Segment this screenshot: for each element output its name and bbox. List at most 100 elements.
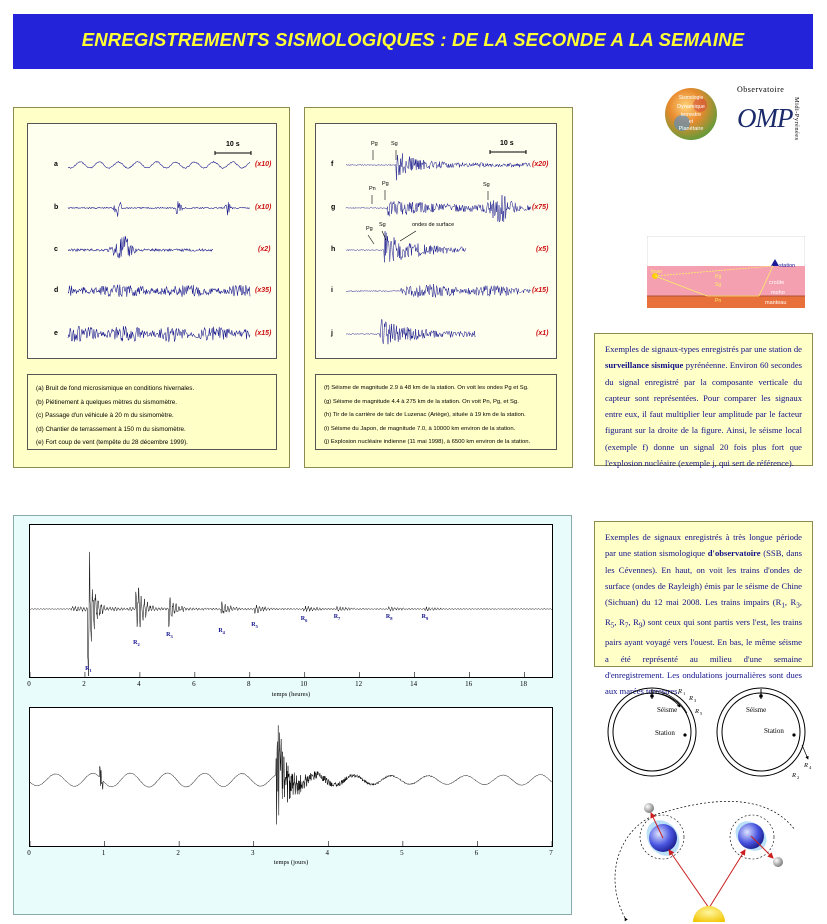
x-tick-label: 8 (247, 680, 251, 688)
days-seismogram (30, 725, 552, 846)
seismogram-trace (67, 284, 251, 298)
diagram-label: Sg (715, 282, 721, 288)
x-axis-title-hours: temps (heures) (271, 691, 311, 698)
legend-right: (f) Séisme de magnitude 2.9 à 48 km de l… (315, 374, 557, 450)
logo-omp-side: Midi-Pyrénées (793, 97, 800, 141)
x-axis-title-days: temps (jours) (273, 859, 309, 866)
long-period-trace (30, 551, 552, 677)
text-bold: d'observatoire (707, 548, 761, 559)
crust-section-diagram: station foyer Pg Sg Pn croûte moho mante… (647, 236, 805, 308)
seismogram-trace (346, 283, 532, 298)
text: pyrénéenne. Environ 60 secondes du signa… (605, 360, 803, 469)
legend-line: (e) Fort coup de vent (tempête du 28 déc… (36, 439, 188, 446)
svg-text:2: 2 (797, 775, 799, 780)
rayleigh-label: R8 (385, 614, 393, 622)
panel-noise-signals: 10 s a b c d e (x10) (x10) (x2) (x35) (x… (13, 107, 290, 468)
description-bottom: Exemples de signaux enregistrés à très l… (594, 521, 813, 696)
tide-diagram (614, 801, 796, 922)
text: Exemples de signaux enregistrés à très l… (605, 532, 802, 559)
phase-label-sg: Sg (379, 222, 386, 228)
legend-line: (d) Chantier de terrassement à 150 m du … (36, 425, 186, 433)
traces-frame-left: 10 s a b c d e (x10) (x10) (x2) (x35) (x… (27, 123, 277, 359)
scale-bar (489, 150, 527, 154)
propagation-diagram-1: Séisme Station R 1 R 3 R 5 (607, 687, 703, 777)
orbit-label-seisme: Séisme (657, 706, 677, 714)
scale-bar-label: 10 s (500, 140, 514, 147)
x-tick-label: 0 (27, 849, 31, 857)
x-tick-label: 12 (355, 680, 363, 688)
logo-text: Sismologie (679, 95, 704, 101)
phase-arrow (381, 230, 387, 241)
gain-factor: (x20) (532, 161, 549, 168)
x-tick-label: 6 (192, 680, 196, 688)
diagram-label: moho (771, 290, 785, 296)
legend-line: (f) Séisme de magnitude 2.9 à 48 km de l… (324, 385, 529, 391)
orbit-label-station: Station (764, 727, 784, 735)
diagram-label: foyer (651, 269, 662, 275)
rayleigh-label: R1 (85, 666, 92, 674)
legend-line: (b) Piétinement à quelques mètres du sis… (36, 398, 178, 406)
gain-factor: (x35) (255, 287, 272, 294)
seismogram-trace (67, 201, 251, 217)
rayleigh-label: R4 (218, 628, 225, 636)
rayleigh-label: R7 (333, 614, 341, 622)
trace-label: g (331, 204, 336, 211)
trace-label: f (331, 161, 334, 168)
scale-bar-label: 10 s (226, 141, 240, 148)
plot-hours (29, 524, 553, 678)
orbit-label-r5: R (694, 708, 699, 715)
diagram-label: croûte (769, 280, 784, 286)
description-top: Exemples de signaux-types enregistrés pa… (594, 333, 813, 469)
logo-text: terrestre (681, 112, 701, 118)
gain-factor: (x75) (532, 204, 549, 211)
panel-seismic-signals: 10 s f g h i j (x20) (x75) (x5) (x15) (x… (304, 107, 573, 468)
seismogram-trace (67, 160, 251, 169)
trace-label: e (54, 330, 58, 337)
gain-factor: (x10) (255, 161, 272, 168)
logo-text: Planétaire (679, 126, 704, 132)
logo-sismologie: Sismologie Dynamique terrestre et Planét… (665, 88, 717, 140)
orbit-label-r3: R (688, 695, 693, 702)
x-tick-label: 3 (250, 849, 255, 857)
diagram-label: manteau (765, 300, 786, 306)
rayleigh-label: R3 (166, 632, 173, 640)
text: (SSB, dans les Cévennes). En haut, on vo… (605, 548, 802, 608)
text-bold: surveillance sismique (605, 360, 684, 371)
legend-line: (i) Séisme du Japon, de magnitude 7.0, à… (324, 425, 516, 432)
x-tick-label: 5 (400, 849, 404, 857)
rayleigh-label: R9 (421, 614, 429, 622)
diagram-label: Pg (715, 274, 721, 280)
legend-line: (a) Bruit de fond microsismique en condi… (36, 385, 195, 392)
orbit-label-r2: R (791, 772, 796, 779)
seismogram-trace (345, 319, 476, 345)
x-tick-label: 1 (101, 849, 106, 857)
x-tick-label: 4 (325, 849, 330, 857)
seismogram-traces-left (67, 160, 251, 343)
trace-label: d (54, 287, 59, 294)
x-tick-label: 0 (27, 680, 31, 688)
x-tick-label: 10 (300, 680, 308, 688)
x-tick-label: 2 (82, 680, 86, 688)
phase-label-sg: Sg (483, 182, 490, 188)
phase-label-pg: Pg (371, 141, 378, 147)
trace-label: c (54, 246, 58, 253)
seismogram-traces-right (345, 150, 532, 345)
hours-seismogram (30, 551, 552, 677)
seismogram-trace (67, 325, 251, 343)
orbit-label-station: Station (655, 729, 675, 737)
scale-bar (214, 151, 252, 155)
phase-label-pg: Pg (382, 181, 389, 187)
orbit-label-r4: R (803, 762, 808, 769)
title-banner: ENREGISTREMENTS SISMOLOGIQUES : DE LA SE… (13, 14, 813, 69)
text: Exemples de signaux-types enregistrés pa… (605, 344, 802, 354)
gain-factor: (x15) (532, 287, 549, 294)
rayleigh-label: R5 (251, 622, 258, 630)
svg-text:1: 1 (683, 691, 685, 696)
seismogram-trace (67, 235, 214, 259)
orbit-label-seisme: Séisme (746, 706, 766, 714)
svg-text:5: 5 (700, 711, 703, 716)
phase-label-pg: Pg (366, 226, 373, 232)
legend-line: (j) Explosion nucléaire indienne (11 mai… (324, 439, 531, 445)
x-tick-label: 16 (465, 680, 473, 688)
logo-omp-big: OMP (737, 103, 793, 133)
